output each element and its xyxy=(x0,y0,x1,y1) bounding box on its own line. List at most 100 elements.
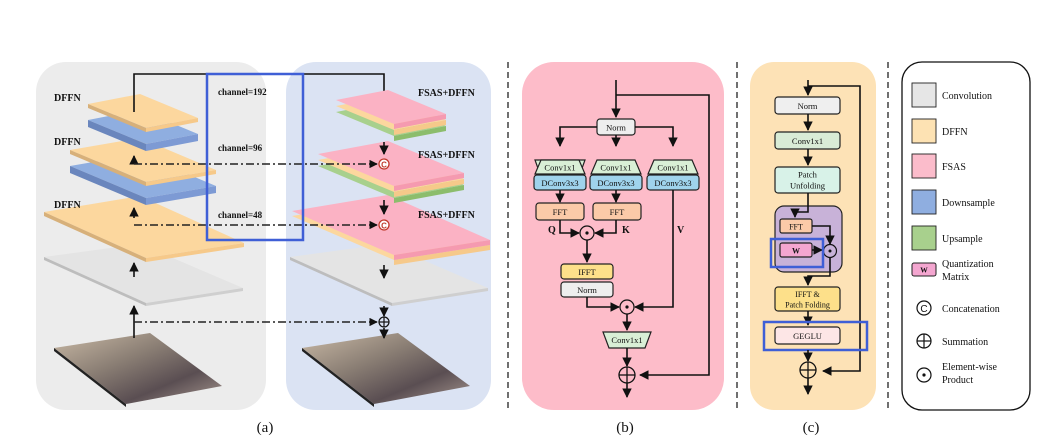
channel-label-192: channel=192 xyxy=(218,87,267,97)
encoder-label-3: DFFN xyxy=(54,93,81,104)
decoder-label-2: FSAS+DFFN xyxy=(418,150,476,161)
arrow xyxy=(790,193,809,218)
decoder-conv-layer xyxy=(290,244,488,306)
residual-path xyxy=(808,85,861,376)
legend-item-dffn: DFFN xyxy=(911,118,968,144)
svg-text:Quantization: Quantization xyxy=(942,259,994,270)
svg-text:Upsample: Upsample xyxy=(942,234,983,245)
arrow xyxy=(559,220,580,238)
arrow xyxy=(586,297,620,312)
decoder-label-1: FSAS+DFFN xyxy=(418,210,476,221)
encoder-label-2: DFFN xyxy=(54,137,81,148)
conv1x1-v: Conv1x1 xyxy=(647,159,699,175)
svg-text:Norm: Norm xyxy=(606,123,626,133)
w-highlight-box xyxy=(769,237,825,269)
norm-block: Norm xyxy=(596,118,636,136)
legend-item-fsas: FSAS xyxy=(911,153,966,179)
svg-text:Convolution: Convolution xyxy=(942,91,992,102)
conv1x1-k: Conv1x1 xyxy=(590,159,642,175)
fft-block: FFT xyxy=(779,218,813,234)
channel-highlight-box xyxy=(205,72,305,242)
svg-text:C: C xyxy=(920,304,927,315)
svg-text:C: C xyxy=(381,161,387,170)
channel-label-96: channel=96 xyxy=(218,143,263,153)
svg-text:C: C xyxy=(381,222,387,231)
svg-text:Patch Folding: Patch Folding xyxy=(785,301,830,310)
geglu-block: GEGLU xyxy=(774,326,841,345)
decoder-level3 xyxy=(336,90,446,141)
svg-text:Norm: Norm xyxy=(798,101,818,111)
input-image xyxy=(54,333,222,407)
svg-text:FFT: FFT xyxy=(553,207,568,217)
svg-text:DConv3x3: DConv3x3 xyxy=(541,178,578,188)
fft-q: FFT xyxy=(535,202,585,221)
encoder-label-1: DFFN xyxy=(54,200,81,211)
fft-k: FFT xyxy=(592,202,642,221)
svg-text:Product: Product xyxy=(942,375,973,386)
residual-path xyxy=(616,94,710,380)
arrow xyxy=(812,225,835,245)
encoder-dffn-level2 xyxy=(70,138,216,186)
legend-item-convolution: Convolution xyxy=(911,82,992,108)
legend-item-quantization-matrix: W Quantization Matrix xyxy=(911,259,994,283)
svg-text:FFT: FFT xyxy=(610,207,625,217)
svg-text:W: W xyxy=(920,266,928,275)
patch-unfolding-block: Patch Unfolding xyxy=(774,166,841,194)
caption-c: (c) xyxy=(803,420,820,436)
svg-text:Element-wise: Element-wise xyxy=(942,362,998,373)
svg-text:GEGLU: GEGLU xyxy=(793,331,822,341)
summation-icon xyxy=(378,316,390,328)
dconv3x3-q: DConv3x3 xyxy=(533,174,587,191)
element-wise-product-icon xyxy=(822,243,838,259)
encoder-dffn-level3 xyxy=(88,94,198,132)
arrow xyxy=(555,126,597,147)
arrow xyxy=(594,220,617,238)
legend-item-element-wise-product: Element-wise Product xyxy=(916,362,998,386)
svg-text:Matrix: Matrix xyxy=(942,272,969,283)
v-label: V xyxy=(677,225,685,236)
norm-block-bottom: Norm xyxy=(560,281,614,298)
panel-c-dffn: Norm Conv1x1 Patch Unfolding FFT W xyxy=(750,62,876,436)
encoder-dffn-level1 xyxy=(44,196,244,262)
svg-text:W: W xyxy=(792,247,800,256)
caption-a: (a) xyxy=(257,420,274,436)
decoder-label-3: FSAS+DFFN xyxy=(418,88,476,99)
summation-icon xyxy=(799,361,817,379)
conv1x1-block: Conv1x1 xyxy=(774,131,841,150)
svg-text:FFT: FFT xyxy=(789,223,803,232)
svg-text:Concatenation: Concatenation xyxy=(942,304,1000,315)
legend: Convolution DFFN FSAS Downsample Upsampl… xyxy=(901,61,1031,411)
quantization-matrix-w: W xyxy=(779,242,813,258)
dconv3x3-v: DConv3x3 xyxy=(646,174,700,191)
v-path xyxy=(634,190,674,312)
summation-icon xyxy=(618,366,636,384)
q-label: Q xyxy=(548,225,556,236)
ifft-patch-folding-block: IFFT & Patch Folding xyxy=(774,286,841,312)
svg-text:DConv3x3: DConv3x3 xyxy=(597,178,634,188)
svg-text:Conv1x1: Conv1x1 xyxy=(792,136,823,146)
ifft-block: IFFT xyxy=(560,263,614,280)
dconv3x3-k: DConv3x3 xyxy=(589,174,643,191)
svg-text:Summation: Summation xyxy=(942,337,988,348)
decoder-level1 xyxy=(292,195,490,265)
svg-text:IFFT &: IFFT & xyxy=(795,290,820,299)
concat-icon: C xyxy=(378,158,390,170)
svg-text:DConv3x3: DConv3x3 xyxy=(654,178,691,188)
arrow xyxy=(803,258,831,286)
svg-text:Norm: Norm xyxy=(577,285,597,295)
svg-text:Conv1x1: Conv1x1 xyxy=(600,163,631,173)
output-image xyxy=(302,333,470,407)
legend-item-concatenation: C Concatenation xyxy=(916,300,1000,316)
svg-text:Patch: Patch xyxy=(798,170,818,180)
conv1x1-out: Conv1x1 xyxy=(602,331,652,349)
svg-text:FSAS: FSAS xyxy=(942,162,966,173)
encoder-conv-layer xyxy=(44,244,243,306)
svg-text:Conv1x1: Conv1x1 xyxy=(657,163,688,173)
svg-text:Conv1x1: Conv1x1 xyxy=(611,335,642,345)
svg-text:Conv1x1: Conv1x1 xyxy=(544,163,575,173)
legend-item-downsample: Downsample xyxy=(911,189,995,215)
fsas-background xyxy=(522,62,724,410)
svg-text:Unfolding: Unfolding xyxy=(790,181,826,191)
channel-label-48: channel=48 xyxy=(218,210,263,220)
